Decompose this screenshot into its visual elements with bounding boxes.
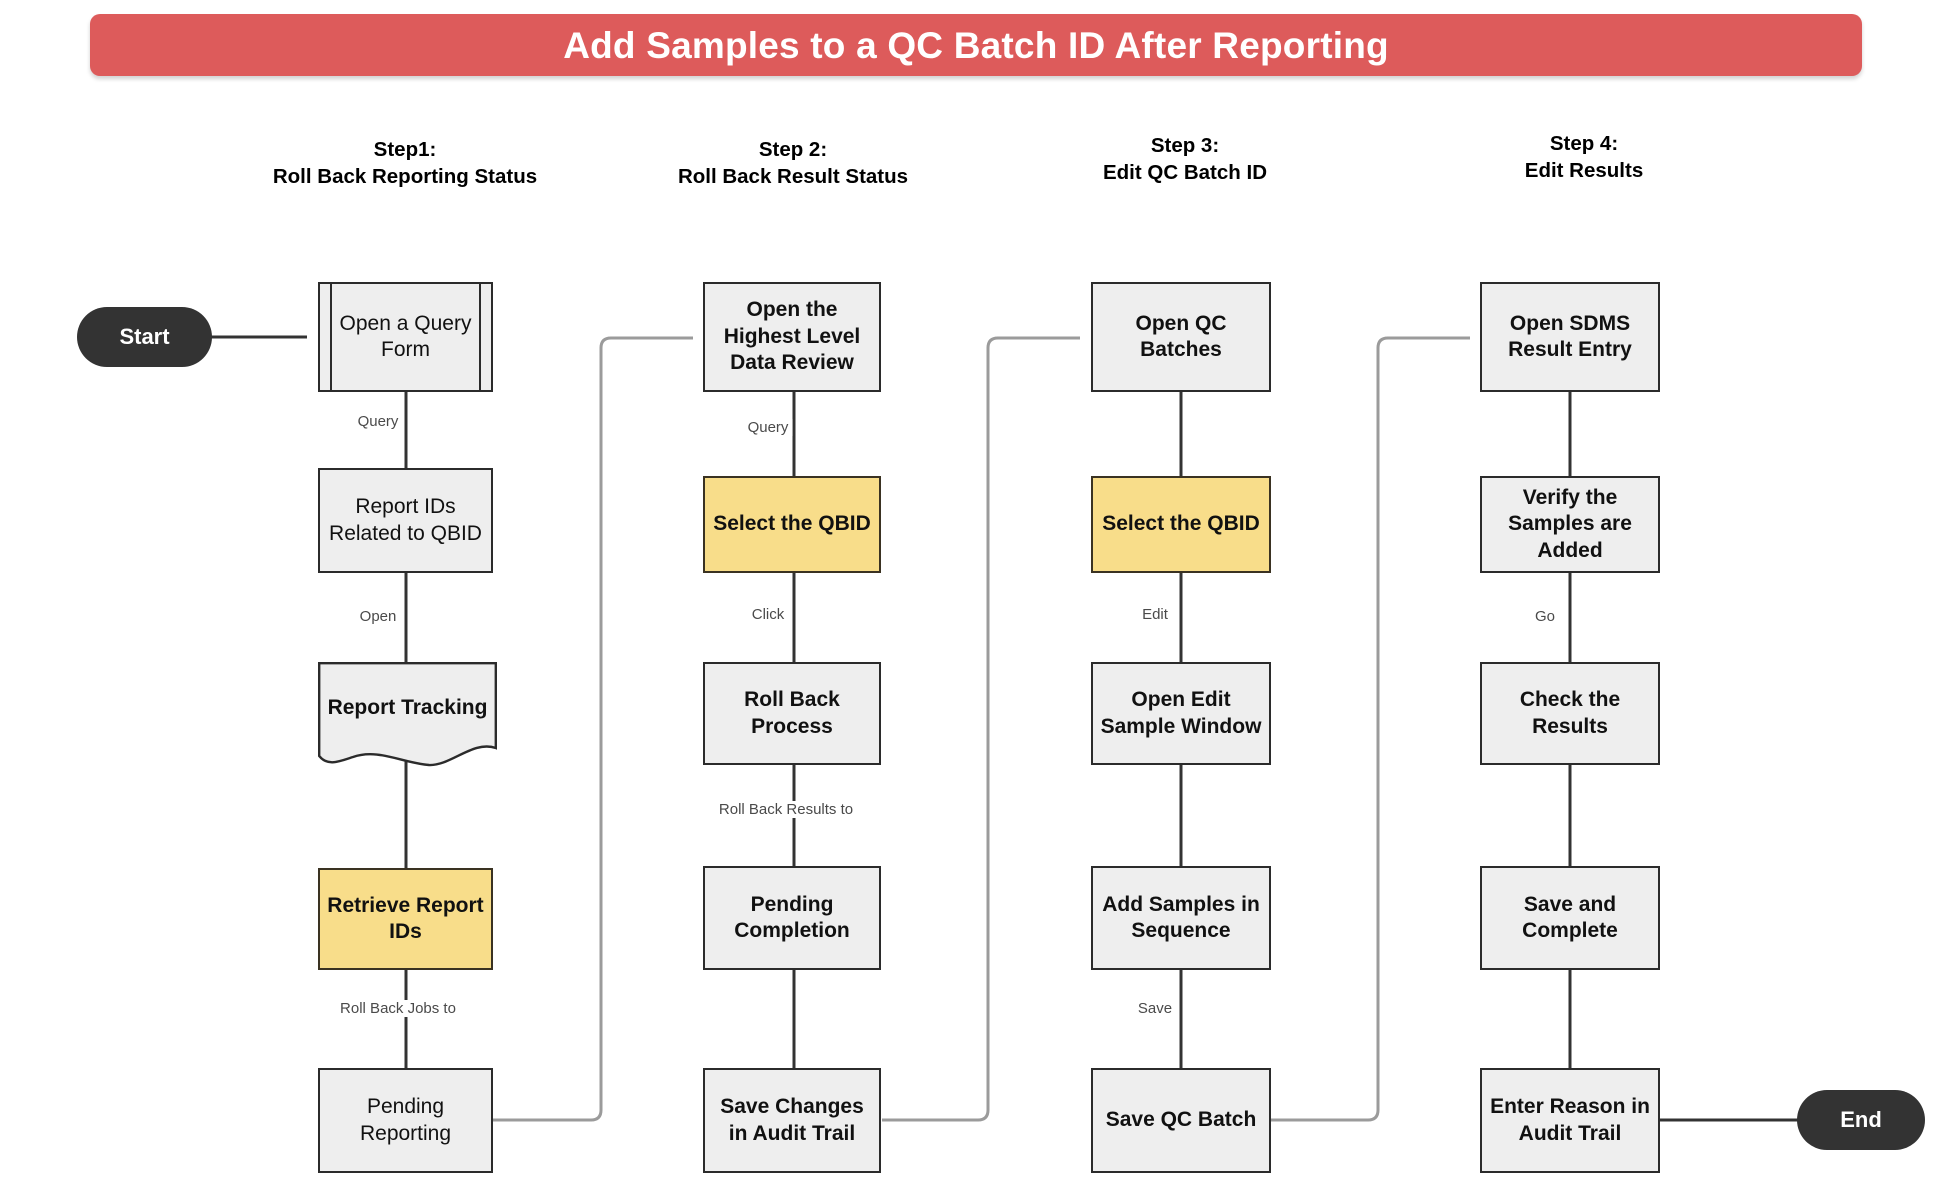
node-verify-samples-are-added[interactable]: Verify the Samples are Added <box>1480 476 1660 573</box>
step-heading-4: Step 4: Edit Results <box>1404 130 1764 185</box>
edge-label-c2-roll-back-results-to: Roll Back Results to <box>714 801 858 818</box>
edge-label-c3-edit: Edit <box>1138 606 1172 623</box>
node-select-qbid-step3-label: Select the QBID <box>1102 512 1260 536</box>
edge-pending-reporting-to-open-highest-level <box>493 336 693 1122</box>
start-label: Start <box>119 324 170 349</box>
node-open-edit-sample-window-label: Open Edit Sample Window <box>1100 688 1262 738</box>
edge-save-qc-batch-to-open-sdms-result-entry <box>1270 336 1470 1122</box>
node-pending-completion-label: Pending Completion <box>734 892 850 942</box>
node-save-changes-in-audit-trail-label: Save Changes in Audit Trail <box>720 1095 864 1145</box>
node-open-highest-level-data-review-label: Open the Highest Level Data Review <box>723 298 861 375</box>
page-title: Add Samples to a QC Batch ID After Repor… <box>563 24 1389 66</box>
node-save-qc-batch[interactable]: Save QC Batch <box>1091 1068 1271 1173</box>
step-number-2: Step 2: <box>758 138 828 161</box>
edge-label-c1-open: Open <box>355 608 401 625</box>
node-report-ids-qbid[interactable]: Report IDs Related to QBID <box>318 468 493 573</box>
step-heading-2: Step 2: Roll Back Result Status <box>613 136 973 191</box>
node-save-changes-in-audit-trail[interactable]: Save Changes in Audit Trail <box>703 1068 881 1173</box>
page-title-banner: Add Samples to a QC Batch ID After Repor… <box>90 14 1862 76</box>
node-save-qc-batch-label: Save QC Batch <box>1105 1108 1257 1132</box>
end-label: End <box>1840 1107 1882 1132</box>
node-open-highest-level-data-review[interactable]: Open the Highest Level Data Review <box>703 282 881 392</box>
edge-label-c4-go: Go <box>1530 608 1560 625</box>
step-number-4: Step 4: <box>1549 132 1619 155</box>
node-check-the-results-label: Check the Results <box>1519 688 1621 738</box>
node-select-qbid-step2-label: Select the QBID <box>713 512 871 536</box>
node-save-and-complete-label: Save and Complete <box>1522 892 1618 942</box>
edge-save-changes-to-open-qc-batches <box>882 336 1080 1122</box>
start-terminator[interactable]: Start <box>77 307 212 367</box>
node-verify-samples-are-added-label: Verify the Samples are Added <box>1508 485 1632 562</box>
node-open-query-form-label: Open a Query Form <box>339 311 472 361</box>
node-select-qbid-step2[interactable]: Select the QBID <box>703 476 881 573</box>
step-label-2: Roll Back Result Status <box>677 165 909 189</box>
end-terminator[interactable]: End <box>1797 1090 1925 1150</box>
node-check-the-results[interactable]: Check the Results <box>1480 662 1660 765</box>
step-heading-3: Step 3: Edit QC Batch ID <box>1005 132 1365 187</box>
step-label-1: Roll Back Reporting Status <box>272 165 538 189</box>
node-open-edit-sample-window[interactable]: Open Edit Sample Window <box>1091 662 1271 765</box>
node-retrieve-report-ids-label: Retrieve Report IDs <box>327 893 484 943</box>
node-pending-reporting-label: Pending Reporting <box>359 1095 452 1145</box>
step-label-4: Edit Results <box>1524 159 1644 183</box>
edge-label-c3-save: Save <box>1133 1000 1177 1017</box>
node-pending-completion[interactable]: Pending Completion <box>703 866 881 970</box>
node-enter-reason-in-audit-trail-label: Enter Reason in Audit Trail <box>1490 1095 1650 1145</box>
node-roll-back-process-label: Roll Back Process <box>744 688 840 738</box>
edge-label-c1-query: Query <box>353 413 403 430</box>
step-label-3: Edit QC Batch ID <box>1102 161 1267 185</box>
node-open-sdms-result-entry[interactable]: Open SDMS Result Entry <box>1480 282 1660 392</box>
node-report-tracking[interactable]: Report Tracking <box>318 662 497 754</box>
node-retrieve-report-ids[interactable]: Retrieve Report IDs <box>318 868 493 970</box>
node-add-samples-in-sequence[interactable]: Add Samples in Sequence <box>1091 866 1271 970</box>
node-add-samples-in-sequence-label: Add Samples in Sequence <box>1102 892 1260 942</box>
node-roll-back-process[interactable]: Roll Back Process <box>703 662 881 765</box>
edge-label-c2-query: Query <box>743 419 793 436</box>
node-open-query-form[interactable]: Open a Query Form <box>318 282 493 392</box>
node-report-ids-qbid-label: Report IDs Related to QBID <box>329 495 482 545</box>
node-open-qc-batches[interactable]: Open QC Batches <box>1091 282 1271 392</box>
node-select-qbid-step3[interactable]: Select the QBID <box>1091 476 1271 573</box>
node-open-qc-batches-label: Open QC Batches <box>1135 311 1227 361</box>
node-enter-reason-in-audit-trail[interactable]: Enter Reason in Audit Trail <box>1480 1068 1660 1173</box>
node-save-and-complete[interactable]: Save and Complete <box>1480 866 1660 970</box>
edge-label-c2-click: Click <box>747 606 789 623</box>
step-number-1: Step1: <box>373 138 437 161</box>
node-open-sdms-result-entry-label: Open SDMS Result Entry <box>1508 311 1632 361</box>
step-heading-1: Step1: Roll Back Reporting Status <box>225 136 585 191</box>
node-pending-reporting[interactable]: Pending Reporting <box>318 1068 493 1173</box>
node-report-tracking-label: Report Tracking <box>327 695 488 719</box>
edge-label-c1-roll-back-jobs-to: Roll Back Jobs to <box>336 1000 460 1017</box>
step-number-3: Step 3: <box>1150 134 1220 157</box>
node-report-tracking-shape[interactable] <box>318 662 497 771</box>
